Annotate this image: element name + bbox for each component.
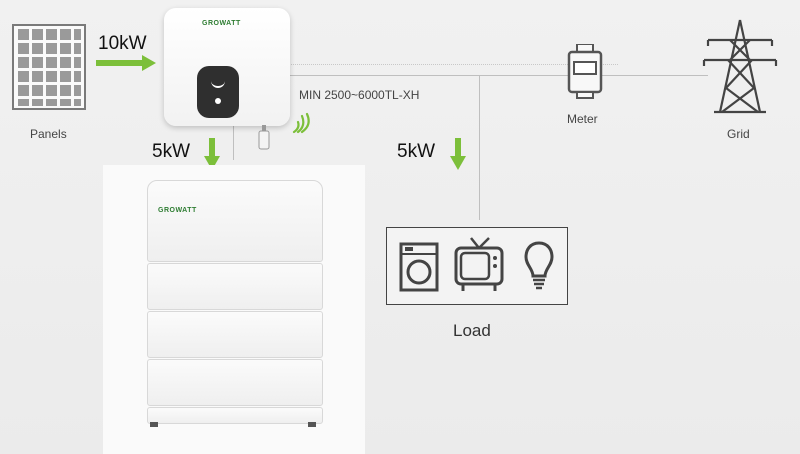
wifi-icon (292, 112, 316, 141)
inverter-to-battery-line (233, 125, 234, 160)
pylon-icon (700, 18, 780, 119)
washing-machine-icon (399, 242, 439, 297)
panels-label: Panels (30, 127, 67, 141)
load-drop-line (479, 75, 480, 220)
grid-label: Grid (727, 127, 750, 141)
battery-base (147, 407, 323, 424)
inverter-icon: GROWATT (164, 8, 290, 126)
bulb-icon (523, 240, 555, 297)
solar-panel-icon (12, 24, 86, 110)
load-label: Load (453, 321, 491, 340)
load-power-label: 5kW (397, 141, 435, 162)
inverter-display (197, 66, 239, 118)
load-box (386, 227, 568, 305)
battery-foot-left (150, 422, 158, 427)
meter-icon (567, 43, 603, 105)
inverter-brand: GROWATT (202, 20, 241, 27)
tv-icon (453, 236, 505, 299)
arrow-down-icon (204, 138, 220, 175)
battery-module-1 (147, 263, 323, 310)
dongle-icon (257, 125, 271, 156)
arrow-right-icon (96, 55, 156, 76)
arrow-down-icon (450, 138, 466, 175)
pv-power-label: 10kW (98, 33, 147, 54)
inverter-model-label: MIN 2500~6000TL-XH (299, 88, 420, 102)
battery-module-2 (147, 311, 323, 358)
battery-module-3 (147, 359, 323, 406)
battery-foot-right (308, 422, 316, 427)
battery-top-module: GROWATT (147, 180, 323, 262)
inverter-dotted-line (288, 64, 618, 66)
battery-brand: GROWATT (158, 207, 197, 214)
meter-label: Meter (567, 112, 598, 126)
inverter-to-grid-line (288, 75, 708, 76)
battery-power-label: 5kW (152, 141, 190, 162)
